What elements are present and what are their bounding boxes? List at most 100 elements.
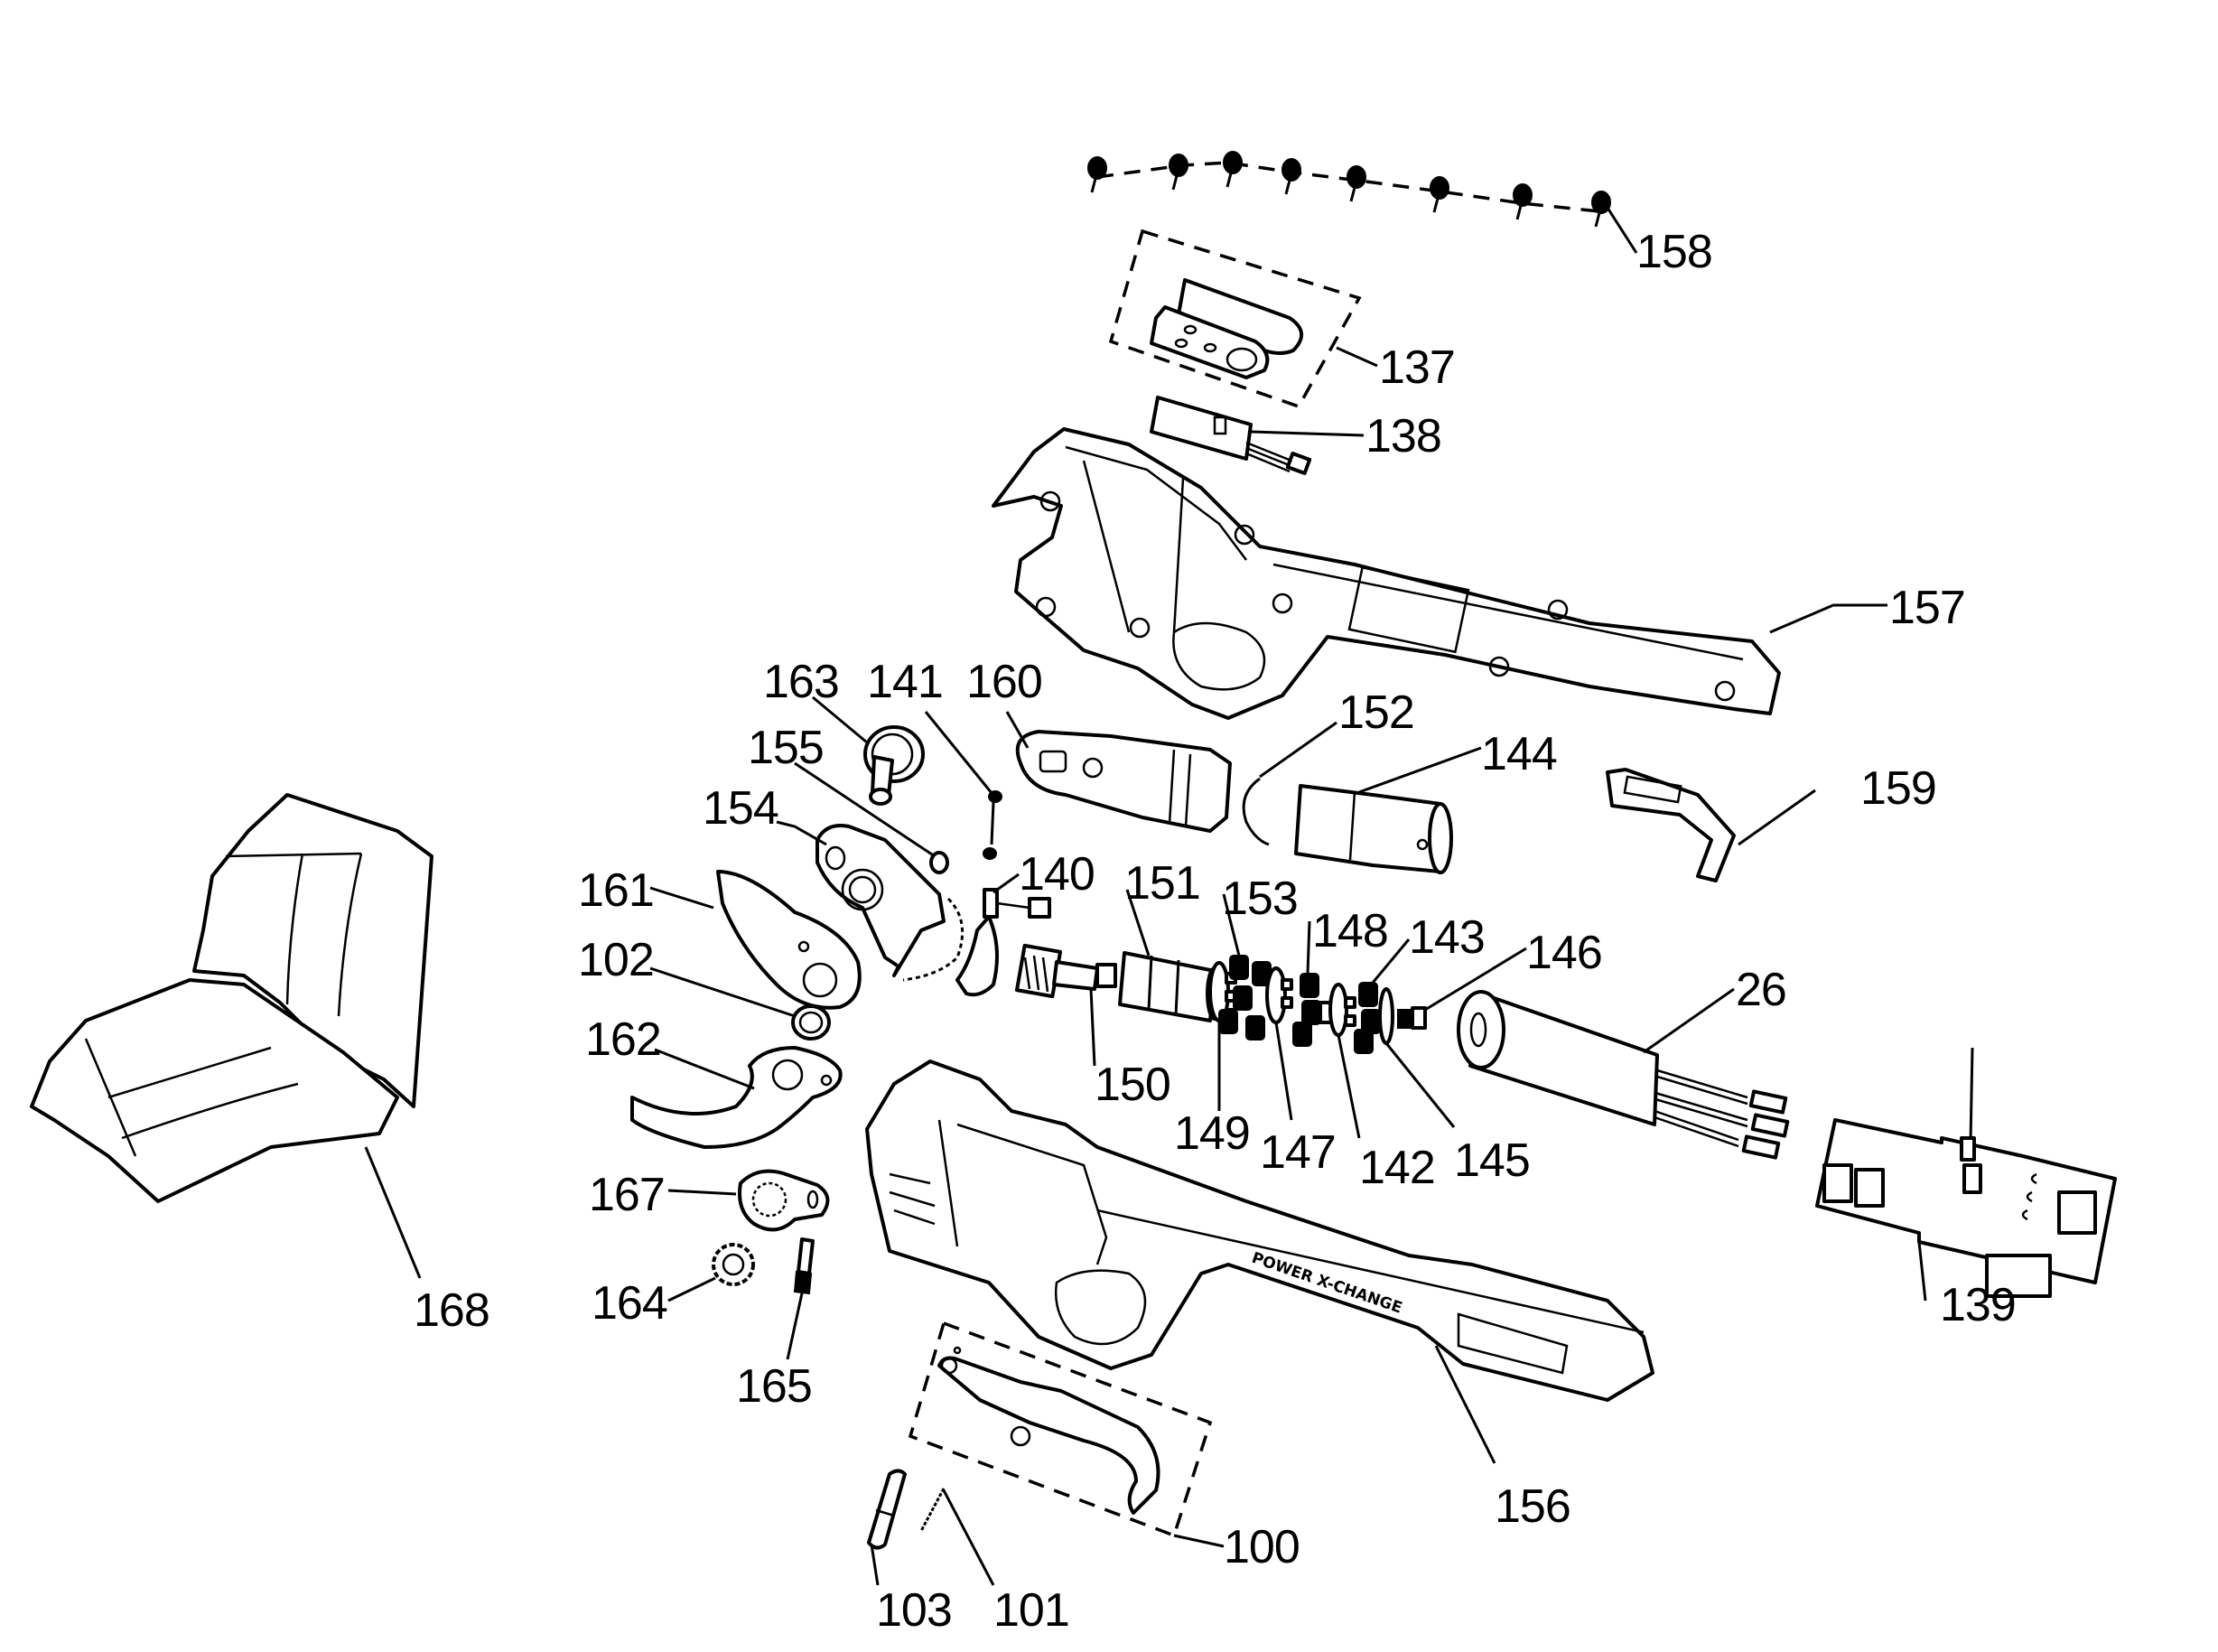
label-157[interactable]: 157: [1889, 582, 1966, 634]
label-159[interactable]: 159: [1860, 762, 1937, 815]
label-148[interactable]: 148: [1312, 905, 1389, 957]
part-137-cover-assembly[interactable]: [1108, 229, 1362, 409]
label-163[interactable]: 163: [763, 656, 840, 708]
leader-152: [1259, 721, 1337, 779]
label-154[interactable]: 154: [703, 782, 779, 835]
part-140-sensor[interactable]: [955, 888, 1051, 997]
label-146[interactable]: 146: [1526, 927, 1603, 979]
leader-150: [1089, 988, 1096, 1067]
leader-142: [1337, 1034, 1361, 1139]
part-157-upper-housing[interactable]: [992, 427, 1781, 720]
label-100[interactable]: 100: [1224, 1521, 1300, 1573]
leader-162: [654, 1048, 755, 1090]
part-165-screw[interactable]: [793, 1237, 815, 1295]
leader-144: [1358, 746, 1482, 794]
label-164[interactable]: 164: [592, 1277, 668, 1330]
label-141[interactable]: 141: [867, 656, 944, 708]
leader-147: [1274, 1022, 1293, 1121]
leader-137: [1336, 346, 1378, 368]
part-148-planet-gears[interactable]: [1292, 973, 1321, 1047]
label-162[interactable]: 162: [585, 1013, 662, 1066]
part-150-output-shaft[interactable]: [1014, 943, 1117, 999]
part-162-lower-blade[interactable]: [630, 1046, 843, 1149]
part-156-lower-housing[interactable]: POWER X-CHANGE: [865, 1059, 1654, 1402]
leader-153: [1222, 893, 1241, 957]
part-102-washer[interactable]: [791, 1004, 831, 1041]
label-137[interactable]: 137: [1379, 341, 1456, 394]
part-100-trigger-assembly[interactable]: [908, 1321, 1213, 1538]
part-142-carrier[interactable]: [1319, 983, 1356, 1037]
leader-168: [364, 1146, 422, 1279]
part-151-planet-carrier[interactable]: [1118, 951, 1224, 1022]
part-152-retaining-ring[interactable]: [1242, 777, 1270, 846]
label-102[interactable]: 102: [578, 934, 655, 986]
label-143[interactable]: 143: [1409, 911, 1486, 964]
label-139[interactable]: 139: [1940, 1279, 2017, 1331]
label-140[interactable]: 140: [1019, 848, 1095, 901]
part-141-spring[interactable]: [983, 790, 1002, 860]
part-26-motor[interactable]: [1457, 990, 1790, 1160]
label-26[interactable]: 26: [1736, 964, 1787, 1016]
part-144-sleeve[interactable]: [1294, 784, 1453, 874]
leader-141: [924, 711, 993, 794]
leader-139: [1917, 1241, 1927, 1302]
label-156[interactable]: 156: [1495, 1480, 1571, 1533]
leader-101: [942, 1489, 995, 1586]
part-163-bolt[interactable]: [863, 725, 925, 806]
leader-155: [794, 761, 936, 858]
part-143-planet-gears[interactable]: [1354, 982, 1381, 1054]
leader-148: [1306, 920, 1311, 975]
leader-100: [1173, 1534, 1225, 1548]
part-103-trigger-pin[interactable]: [867, 1469, 907, 1550]
label-103[interactable]: 103: [876, 1584, 953, 1637]
part-164-nut[interactable]: [712, 1243, 755, 1286]
part-139-controller-pcb[interactable]: [1815, 1047, 2117, 1298]
label-167[interactable]: 167: [589, 1169, 666, 1221]
label-149[interactable]: 149: [1174, 1107, 1251, 1160]
label-144[interactable]: 144: [1481, 728, 1558, 780]
part-154-sector-gear[interactable]: [815, 824, 965, 982]
part-160-gear-head-housing[interactable]: [1015, 730, 1232, 833]
label-153[interactable]: 153: [1222, 873, 1299, 925]
part-159-clip[interactable]: [1606, 768, 1736, 882]
label-145[interactable]: 145: [1454, 1134, 1531, 1187]
label-161[interactable]: 161: [578, 864, 655, 917]
part-145-ring[interactable]: [1378, 987, 1394, 1045]
part-155-pin[interactable]: [929, 851, 949, 874]
part-146-motor-pinion[interactable]: [1397, 1006, 1427, 1030]
part-153-planet-gears[interactable]: [1218, 955, 1272, 1041]
leader-165: [786, 1293, 804, 1360]
label-152[interactable]: 152: [1338, 686, 1415, 739]
part-101-spring[interactable]: [919, 1488, 946, 1532]
leader-158: [1606, 207, 1638, 254]
part-168-blade-guard[interactable]: [30, 793, 433, 1203]
part-167-lock-plate[interactable]: [738, 1169, 830, 1232]
part-147-carrier[interactable]: [1265, 966, 1293, 1024]
screw-icon: [1087, 151, 1611, 228]
label-147[interactable]: 147: [1260, 1126, 1337, 1179]
label-165[interactable]: 165: [736, 1360, 813, 1413]
label-150[interactable]: 150: [1095, 1059, 1171, 1111]
label-155[interactable]: 155: [748, 722, 825, 774]
label-138[interactable]: 138: [1365, 410, 1442, 462]
label-151[interactable]: 151: [1124, 857, 1201, 910]
part-158-screws[interactable]: [1087, 151, 1611, 228]
leader-138: [1250, 430, 1365, 437]
part-138-switch-board[interactable]: [1150, 396, 1312, 475]
part-161-upper-blade[interactable]: [716, 870, 862, 1010]
leader-26: [1643, 987, 1735, 1054]
leader-156: [1434, 1345, 1496, 1464]
leader-157: [1769, 603, 1887, 634]
leader-161: [649, 886, 714, 910]
label-158[interactable]: 158: [1636, 226, 1713, 278]
label-160[interactable]: 160: [966, 656, 1043, 708]
label-142[interactable]: 142: [1359, 1142, 1436, 1194]
leader-154: [776, 820, 827, 846]
leader-160: [1005, 711, 1030, 749]
label-101[interactable]: 101: [993, 1584, 1070, 1637]
leader-140: [993, 873, 1020, 894]
label-168[interactable]: 168: [414, 1284, 490, 1337]
leader-159: [1738, 789, 1816, 846]
leader-143: [1371, 938, 1411, 984]
